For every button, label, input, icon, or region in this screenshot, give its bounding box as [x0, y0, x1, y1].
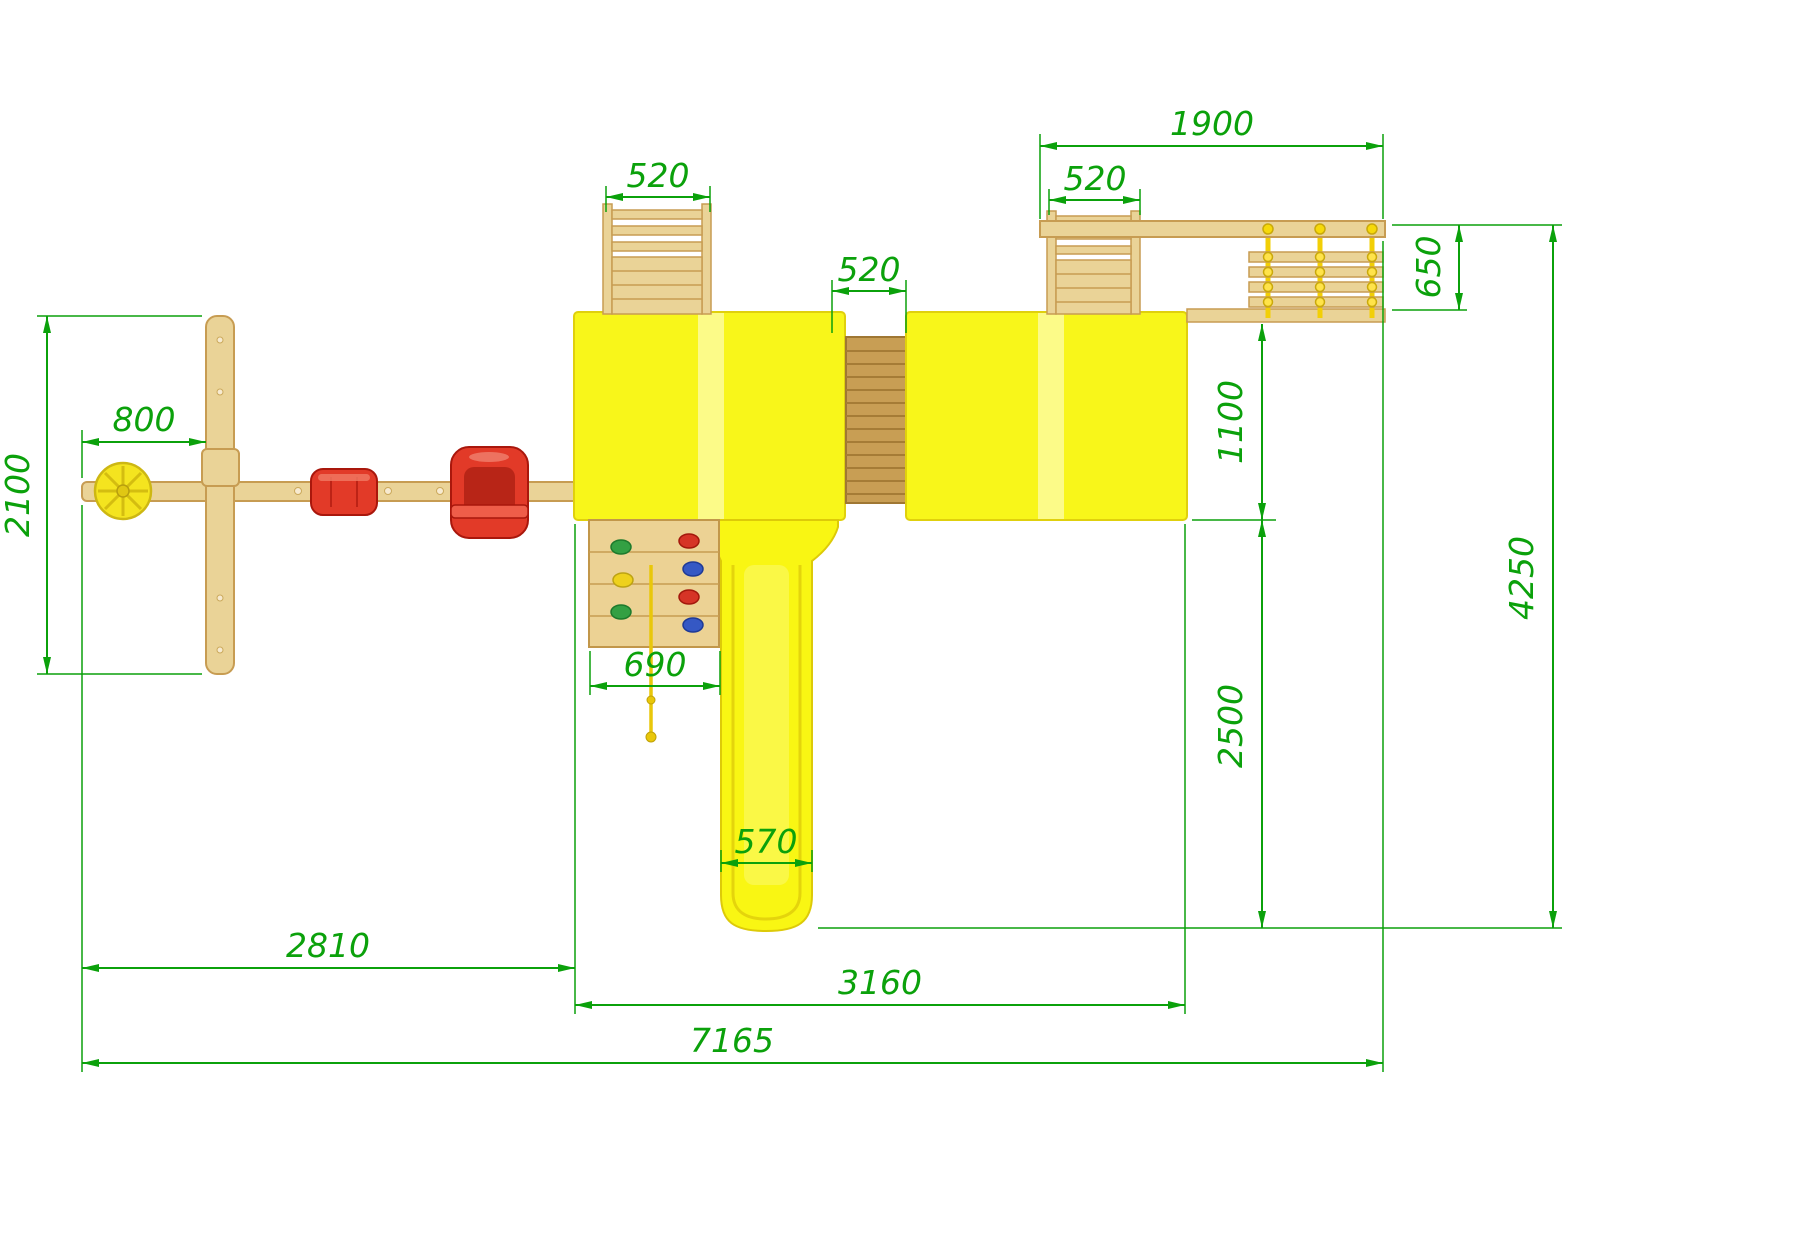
bridge [845, 336, 907, 504]
dim-right-ladder-width: 520 [1049, 159, 1140, 204]
dim-rungs-depth: 650 [1409, 225, 1463, 310]
left-entry-ladder [602, 203, 712, 315]
beam-rope-clamps [1262, 223, 1378, 235]
dim-monkey-beam: 1900 [1040, 104, 1383, 150]
dim-disc-swing-offset: 800 [82, 400, 206, 446]
rope-knot [646, 695, 656, 705]
dim-label-3160: 3160 [838, 963, 922, 1002]
slide-highlight [744, 565, 789, 885]
swing-frame-hub [201, 448, 240, 487]
bridge-deck [845, 336, 907, 504]
swing-section [81, 315, 579, 675]
left-tower [573, 203, 846, 521]
dim-label-1100: 1100 [1211, 380, 1250, 464]
climbing-wall [588, 519, 720, 743]
climbing-holds [610, 533, 704, 633]
baby-swing-seat [450, 446, 529, 539]
dim-label-1900: 1900 [1170, 104, 1254, 143]
dim-climbing-wall-width: 690 [590, 645, 720, 690]
dim-swing-frame-depth: 2100 [0, 316, 51, 674]
dim-slide-width: 570 [721, 822, 812, 867]
rope-knots [1262, 251, 1378, 308]
swing-frame-screws [216, 336, 224, 654]
dim-label-2810: 2810 [286, 926, 370, 965]
monkey-bars [1039, 220, 1386, 323]
dim-left-ladder-width: 520 [606, 156, 710, 201]
swing-frame-plank [205, 315, 235, 675]
dimensions: 800 2100 520 1900 520 520 650 11 [0, 104, 1562, 1072]
dim-tower-section-length: 3160 [575, 963, 1185, 1009]
rope-end-knot [645, 731, 657, 743]
extension-lines [37, 134, 1562, 1072]
dim-swing-section-length: 2810 [82, 926, 575, 972]
dim-bridge-width: 520 [832, 250, 906, 295]
left-roof-highlight [698, 313, 724, 519]
dim-label-690: 690 [624, 645, 687, 684]
disc-swing-hub [116, 484, 130, 498]
disc-swing-spokes [98, 466, 148, 516]
right-tower [905, 210, 1188, 521]
dim-slide-length: 2500 [1211, 520, 1266, 928]
climbing-wall-planks [589, 551, 719, 617]
dim-total-length: 7165 [82, 1021, 1383, 1067]
dim-label-2500: 2500 [1211, 684, 1250, 768]
dim-tower-depth: 1100 [1211, 324, 1266, 520]
playground [81, 203, 1386, 933]
dim-total-depth: 4250 [1502, 225, 1557, 928]
dim-label-570: 570 [735, 822, 798, 861]
bridge-plank-lines [846, 350, 906, 495]
slide-rails [731, 565, 802, 921]
right-roof-highlight [1038, 313, 1064, 519]
monkey-bar-beam [1039, 220, 1386, 238]
dim-label-520-bridge: 520 [838, 250, 901, 289]
dim-label-4250: 4250 [1502, 536, 1541, 620]
dim-label-2100: 2100 [0, 453, 37, 537]
side-platform-strip [1186, 308, 1386, 323]
slide [713, 519, 839, 933]
dim-label-650: 650 [1409, 236, 1448, 299]
swing-seat [310, 468, 378, 516]
dim-label-7165: 7165 [690, 1021, 774, 1060]
dim-label-520-left: 520 [627, 156, 690, 195]
disc-swing [93, 461, 153, 521]
dim-label-800: 800 [113, 400, 176, 439]
dim-label-520-right: 520 [1064, 159, 1127, 198]
